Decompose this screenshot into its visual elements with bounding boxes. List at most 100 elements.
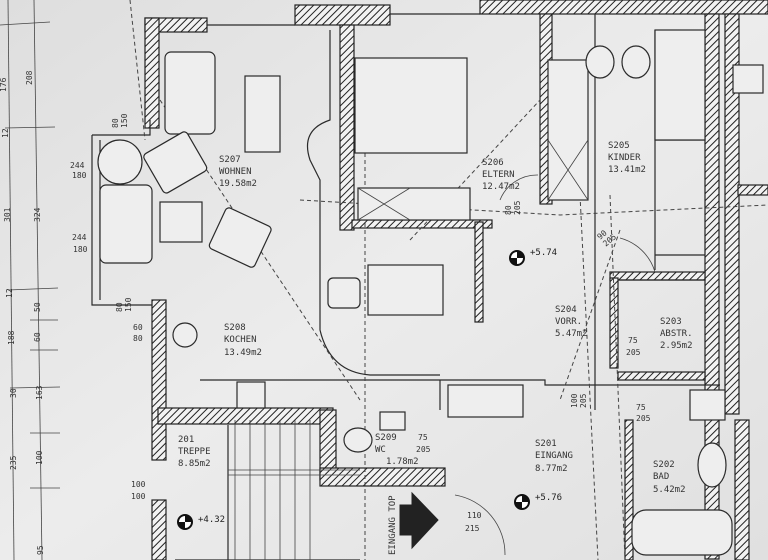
plan-text: 5.47m2	[555, 329, 588, 339]
bathtub	[631, 509, 733, 556]
dim-inner-7: 95	[36, 545, 45, 555]
walls	[144, 0, 768, 560]
door-height: 205	[416, 445, 431, 454]
dim-inner-2: 324	[33, 207, 42, 222]
plan-text: 244	[70, 161, 85, 170]
bathroom-sink	[697, 442, 727, 488]
door-width: 75	[636, 403, 646, 412]
dim-inner-5: 163	[35, 385, 44, 400]
door-height: 205	[636, 414, 651, 423]
dim-inner-1: 208	[25, 70, 34, 85]
sink	[585, 45, 615, 79]
plan-text: 8.85m2	[178, 459, 211, 469]
dim-outer-5: 188	[7, 330, 16, 345]
door-width: 75	[628, 336, 638, 345]
door-height: 205	[626, 348, 641, 357]
plan-text: 244	[72, 233, 87, 242]
plan-text: KOCHEN	[224, 335, 257, 345]
plan-text: 80	[133, 334, 143, 343]
dim-inner-6: 100	[35, 450, 44, 465]
plan-text: 180	[73, 245, 88, 254]
door-height: 205	[579, 393, 588, 408]
toilet-bad	[689, 389, 726, 421]
chair	[327, 277, 361, 309]
cabinet	[447, 384, 524, 418]
dim-outer-2: 12	[1, 128, 10, 138]
plan-text: 80	[115, 302, 124, 312]
dim-inner-4: 60	[33, 332, 42, 342]
door-width: 110	[467, 511, 482, 520]
sink	[621, 45, 651, 79]
armchair	[143, 131, 208, 194]
level-label: +4.32	[198, 515, 225, 525]
dimension-chain-left: 208 324 50 60 163 100 95 176 12 301 12 1…	[0, 0, 61, 560]
plan-text: 201	[178, 435, 194, 445]
level-markers: +5.74 +5.76 +4.32	[177, 248, 562, 530]
door-width: 80	[504, 205, 513, 215]
dim-outer-7: 235	[9, 455, 18, 470]
plan-text: ABSTR.	[660, 329, 693, 339]
plan-text: VORR.	[555, 317, 582, 327]
plan-text: 19.58m2	[219, 179, 257, 189]
door-height: 215	[465, 524, 480, 533]
wardrobe	[357, 187, 471, 221]
single-bed	[654, 29, 706, 141]
plan-text: 5.42m2	[653, 485, 686, 495]
plan-text: KINDER	[608, 153, 641, 163]
plan-text: 150	[124, 297, 133, 312]
plan-text: 60	[133, 323, 143, 332]
plan-text: S201	[535, 439, 557, 449]
plan-text: S204	[555, 305, 577, 315]
sofa	[164, 51, 216, 135]
plan-text: S207	[219, 155, 241, 165]
plan-text: 13.41m2	[608, 165, 646, 175]
toilet	[343, 427, 373, 453]
plan-text: 13.49m2	[224, 348, 262, 358]
plan-text: 100	[131, 492, 146, 501]
plan-text: 100	[131, 480, 146, 489]
entrance-label: EINGANG TOP	[388, 495, 398, 555]
dim-outer-4: 12	[5, 288, 14, 298]
door-width: 100	[570, 393, 579, 408]
dim-outer-1: 176	[0, 77, 8, 92]
stove	[172, 322, 198, 348]
cooktop-neighbor	[732, 64, 764, 94]
level-label: +5.76	[535, 493, 562, 503]
sofa-left	[99, 184, 153, 264]
plan-text: S208	[224, 323, 246, 333]
plan-text: 1.78m2	[386, 457, 419, 467]
plan-text: S203	[660, 317, 682, 327]
plan-text: WC	[375, 445, 386, 455]
dim-outer-6: 30	[9, 388, 18, 398]
coffee-table	[159, 201, 203, 243]
plan-text: S202	[653, 460, 675, 470]
plan-text: ELTERN	[482, 170, 515, 180]
plan-text: S205	[608, 141, 630, 151]
plan-text: BAD	[653, 472, 669, 482]
plan-text: 150	[120, 113, 129, 128]
furniture	[97, 29, 764, 556]
plan-text: S209	[375, 433, 397, 443]
plan-text: 180	[72, 171, 87, 180]
level-label: +5.74	[530, 248, 557, 258]
plan-text: S206	[482, 158, 504, 168]
armchair	[208, 207, 272, 268]
desk	[367, 264, 444, 316]
plan-text: 80	[111, 118, 120, 128]
plan-text: 12.47m2	[482, 182, 520, 192]
round-table	[97, 139, 143, 185]
dim-outer-3: 301	[3, 207, 12, 222]
wardrobe-kinder	[547, 59, 589, 201]
